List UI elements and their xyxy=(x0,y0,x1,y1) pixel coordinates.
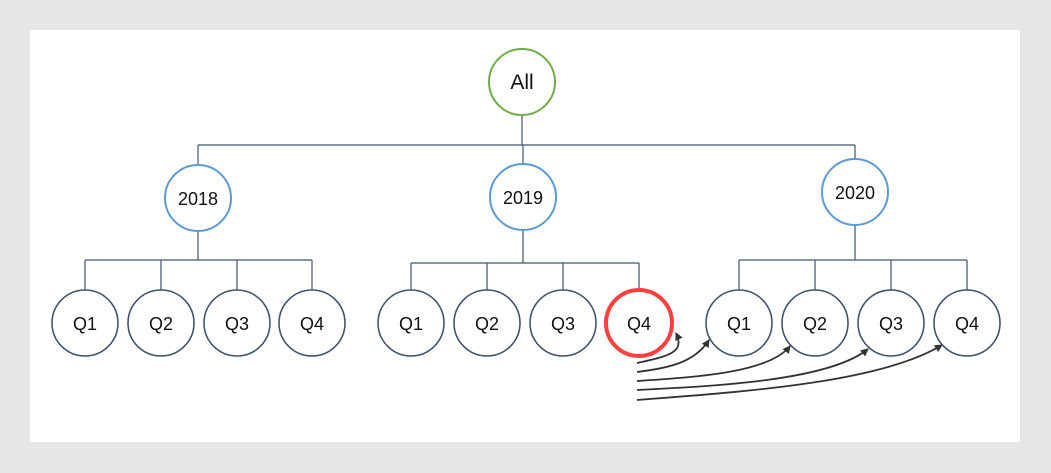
year-node-2020[interactable]: 2020 xyxy=(821,158,889,226)
node-circle xyxy=(933,289,1001,357)
year-node-2019[interactable]: 2019 xyxy=(489,163,557,231)
node-circle xyxy=(489,163,557,231)
quarter-node-2019-q3[interactable]: Q3 xyxy=(529,289,597,357)
node-circle xyxy=(164,164,232,232)
quarter-node-2020-q3[interactable]: Q3 xyxy=(857,289,925,357)
node-circle xyxy=(453,289,521,357)
node-circle xyxy=(781,289,849,357)
node-label: Q3 xyxy=(879,314,903,334)
node-label: Q3 xyxy=(551,314,575,334)
quarter-node-2020-q2[interactable]: Q2 xyxy=(781,289,849,357)
quarter-node-2020-q1[interactable]: Q1 xyxy=(705,289,773,357)
node-label: All xyxy=(510,71,533,94)
node-label: Q2 xyxy=(803,314,827,334)
quarter-node-2018-q2[interactable]: Q2 xyxy=(127,289,195,357)
quarter-node-2020-q4[interactable]: Q4 xyxy=(933,289,1001,357)
node-circle xyxy=(377,289,445,357)
quarter-node-2019-q4-highlighted[interactable]: Q4 xyxy=(604,288,674,358)
node-circle xyxy=(705,289,773,357)
arrow-to-2020-q3 xyxy=(636,348,869,391)
node-label: Q1 xyxy=(399,314,423,334)
node-circle xyxy=(488,48,556,116)
node-circle xyxy=(127,289,195,357)
node-circle xyxy=(604,288,674,358)
node-label: Q2 xyxy=(149,314,173,334)
arrow-to-2020-q4 xyxy=(636,344,943,401)
node-circle xyxy=(857,289,925,357)
node-label: Q2 xyxy=(475,314,499,334)
node-circle xyxy=(821,158,889,226)
year-node-2018[interactable]: 2018 xyxy=(164,164,232,232)
node-label: Q3 xyxy=(225,314,249,334)
node-label: Q4 xyxy=(627,314,651,334)
quarter-node-2018-q3[interactable]: Q3 xyxy=(203,289,271,357)
node-label: Q1 xyxy=(73,314,97,334)
node-circle xyxy=(203,289,271,357)
quarter-node-2019-q2[interactable]: Q2 xyxy=(453,289,521,357)
arrow-to-2020-q1 xyxy=(636,339,710,373)
node-label: Q4 xyxy=(300,314,324,334)
quarter-node-2019-q1[interactable]: Q1 xyxy=(377,289,445,357)
arrow-to-2019-q4 xyxy=(636,332,683,364)
quarter-node-2018-q1[interactable]: Q1 xyxy=(51,289,119,357)
quarter-node-2018-q4[interactable]: Q4 xyxy=(278,289,346,357)
node-circle xyxy=(51,289,119,357)
node-label: Q1 xyxy=(727,314,751,334)
root-node-all[interactable]: All xyxy=(488,48,556,116)
node-label: 2020 xyxy=(835,183,875,203)
node-label: 2018 xyxy=(178,189,218,209)
node-circle xyxy=(529,289,597,357)
node-circle xyxy=(278,289,346,357)
arrow-to-2020-q2 xyxy=(636,345,791,382)
node-label: 2019 xyxy=(503,188,543,208)
node-label: Q4 xyxy=(955,314,979,334)
